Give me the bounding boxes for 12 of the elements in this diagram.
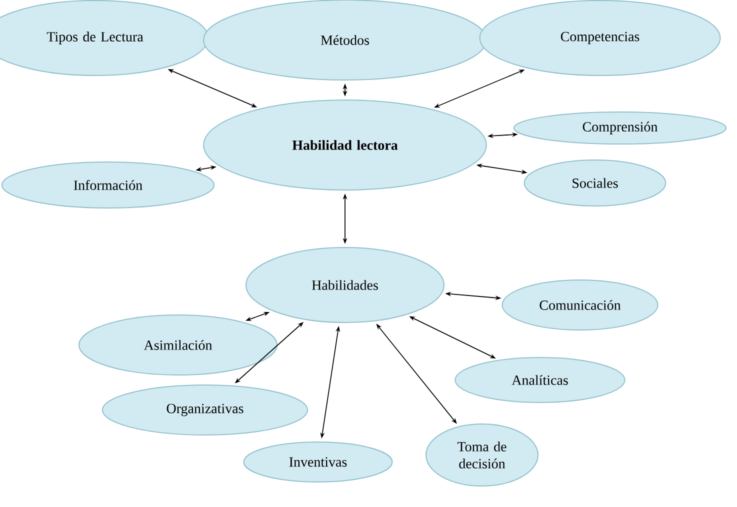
ellipse-node: Competencias <box>479 0 721 76</box>
ellipse-node: Asimilación <box>78 314 278 376</box>
ellipse-node: Organizativas <box>102 384 308 436</box>
ellipse-node: Habilidad lectora <box>203 100 487 190</box>
ellipse-node: Inventivas <box>243 442 393 482</box>
ellipse-node: Analíticas <box>454 357 626 403</box>
ellipse-node: Información <box>1 162 215 208</box>
ellipse-node: Toma de decisión <box>426 424 538 486</box>
ellipse-node: Comprensión <box>513 112 727 144</box>
ellipse-node: Sociales <box>524 160 666 206</box>
ellipse-node: Comunicación <box>502 280 658 330</box>
ellipse-node: Habilidades <box>246 247 444 323</box>
